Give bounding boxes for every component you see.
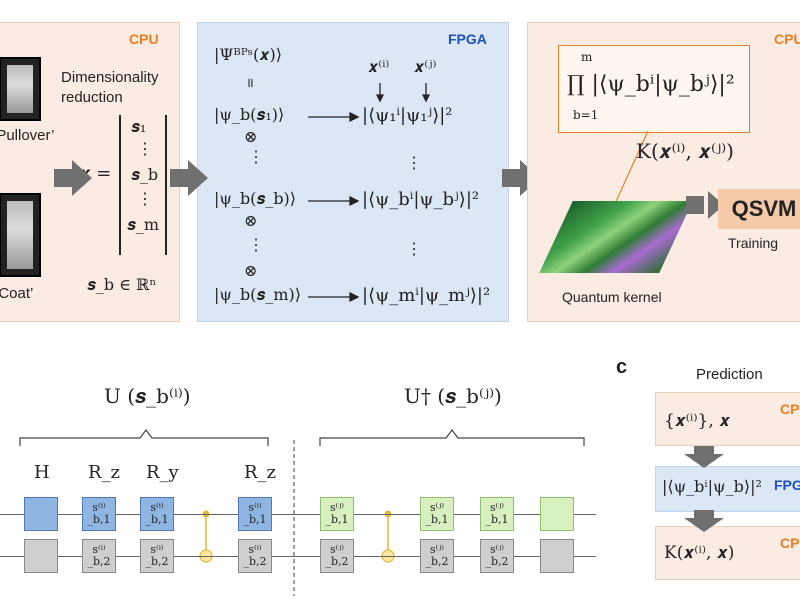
prediction-arrows-icon — [684, 446, 724, 532]
caption-red: reduction — [61, 89, 123, 106]
gate-dag-1-top: s⁽ʲ⁾_b,1 — [320, 497, 354, 531]
tensor-3: ⊗ — [244, 261, 258, 280]
pred-fpga: |⟨ψ_bⁱ|ψ_b⟩|² FPGA — [655, 466, 800, 512]
fpga-tag: FPGA — [448, 31, 487, 47]
gate-rz1-bottom: s⁽ⁱ⁾_b,2 — [82, 539, 116, 573]
gate-dag-3-bottom: s⁽ʲ⁾_b,2 — [480, 539, 514, 573]
gate-rz1-top: s⁽ⁱ⁾_b,1 — [82, 497, 116, 531]
panel-c-letter: c — [616, 356, 628, 378]
gate-rz2-top: s⁽ⁱ⁾_b,1 — [238, 497, 272, 531]
gate-header-rz1: R_z — [88, 462, 121, 483]
product-box: m ∏ |⟨ψ_bⁱ|ψ_bʲ⟩|² b=1 — [558, 45, 750, 133]
qsvm-box: QSVM — [718, 189, 800, 229]
gate-ry-top: s⁽ⁱ⁾_b,1 — [140, 497, 174, 531]
space-label: 𝒔_b ∈ ℝⁿ — [87, 275, 157, 294]
state-row-m: |ψ_b(𝒔_m)⟩ — [214, 285, 301, 304]
pullover-image — [0, 57, 41, 121]
vec-sm: 𝒔_m — [127, 215, 160, 234]
cpu-tag-right: CPU — [774, 31, 800, 47]
vector-bracket — [119, 115, 167, 255]
eq-sign: ॥ — [246, 76, 254, 91]
u-label: U (𝒔_b⁽ⁱ⁾) — [104, 384, 191, 408]
label-coat: ‘Coat’ — [0, 285, 34, 302]
gate-dag-2-top: s⁽ʲ⁾_b,1 — [420, 497, 454, 531]
caption-dim: Dimensionality — [61, 69, 159, 86]
kernel-label: Quantum kernel — [562, 289, 662, 305]
tensor-1: ⊗ — [244, 127, 258, 146]
pred-cpu-1: {𝒙⁽ⁱ⁾}, 𝒙 CPU — [655, 392, 800, 446]
udag-label: U† (𝒔_b⁽ʲ⁾) — [404, 384, 502, 408]
training-label: Training — [728, 235, 779, 251]
overlap-row-m: |⟨ψ_mⁱ|ψ_mʲ⟩|² — [362, 285, 491, 306]
vec-dots1: ⋮ — [137, 139, 153, 158]
bps-state: |Ψᴮᴾˢ(𝒙)⟩ — [214, 45, 283, 64]
vec-dots2: ⋮ — [137, 189, 153, 208]
state-row-b: |ψ_b(𝒔_b)⟩ — [214, 189, 297, 208]
row-arrows-icon — [308, 83, 431, 303]
gate-h-bottom — [24, 539, 58, 573]
prod-upper: m — [581, 50, 593, 64]
cpu-panel-right: CPU m ∏ |⟨ψ_bⁱ|ψ_bʲ⟩|² b=1 K(𝒙⁽ⁱ⁾, 𝒙⁽ʲ⁾)… — [527, 22, 800, 322]
prod-lower: b=1 — [573, 108, 599, 122]
gate-dag-4-bottom — [540, 539, 574, 573]
arrow-1-icon — [54, 160, 92, 196]
pred-row2: |⟨ψ_bⁱ|ψ_b⟩|² — [662, 477, 762, 496]
fpga-panel: FPGA |Ψᴮᴾˢ(𝒙)⟩ ॥ 𝒙⁽ⁱ⁾ 𝒙⁽ʲ⁾ |ψ_b(𝒔₁)⟩ ⊗ ⋮… — [197, 22, 509, 322]
gate-header-ry: R_y — [146, 462, 179, 483]
vdots-o2: ⋮ — [406, 239, 422, 258]
pred-row1: {𝒙⁽ⁱ⁾}, 𝒙 — [664, 411, 731, 431]
pred-tag3: CPU — [780, 535, 800, 551]
gate-rz2-bottom: s⁽ⁱ⁾_b,2 — [238, 539, 272, 573]
vdots-1: ⋮ — [248, 147, 264, 166]
coat-image — [0, 193, 41, 277]
prediction-title: Prediction — [696, 366, 763, 383]
pred-tag2: FPGA — [774, 477, 800, 493]
overlap-row-1: |⟨ψ₁ⁱ|ψ₁ʲ⟩|² — [362, 105, 453, 126]
wire-bottom — [0, 556, 596, 557]
gate-dag-3-top: s⁽ʲ⁾_b,1 — [480, 497, 514, 531]
product-expr: ∏ |⟨ψ_bⁱ|ψ_bʲ⟩|² — [567, 72, 735, 97]
cpu-tag: CPU — [129, 31, 159, 47]
tensor-2: ⊗ — [244, 211, 258, 230]
cpu-panel-left: CPU Dimensionality reduction ‘Pullover’ … — [0, 22, 180, 322]
gate-header-rz2: R_z — [244, 462, 277, 483]
kernel-formula: K(𝒙⁽ⁱ⁾, 𝒙⁽ʲ⁾) — [636, 139, 734, 163]
gate-ry-bottom: s⁽ⁱ⁾_b,2 — [140, 539, 174, 573]
gate-dag-4-top — [540, 497, 574, 531]
x-i: 𝒙⁽ⁱ⁾ — [368, 57, 390, 76]
vec-sb: 𝒔_b — [131, 165, 159, 184]
gate-h — [24, 497, 58, 531]
gate-header-h: H — [34, 462, 50, 483]
vec-s1: 𝒔₁ — [131, 117, 147, 136]
vdots-o1: ⋮ — [406, 153, 422, 172]
arrow-2-icon — [170, 160, 208, 196]
wire-top — [0, 514, 596, 515]
x-j: 𝒙⁽ʲ⁾ — [414, 57, 437, 76]
overlap-row-b: |⟨ψ_bⁱ|ψ_bʲ⟩|² — [362, 189, 480, 210]
state-row-1: |ψ_b(𝒔₁)⟩ — [214, 105, 285, 124]
gate-dag-1-bottom: s⁽ʲ⁾_b,2 — [320, 539, 354, 573]
pred-tag1: CPU — [780, 401, 800, 417]
pred-row3: K(𝒙⁽ⁱ⁾, 𝒙) — [664, 543, 735, 563]
gate-dag-2-bottom: s⁽ʲ⁾_b,2 — [420, 539, 454, 573]
pred-cpu-2: K(𝒙⁽ⁱ⁾, 𝒙) CPU — [655, 526, 800, 580]
label-pullover: ‘Pullover’ — [0, 127, 55, 144]
vdots-2: ⋮ — [248, 235, 264, 254]
